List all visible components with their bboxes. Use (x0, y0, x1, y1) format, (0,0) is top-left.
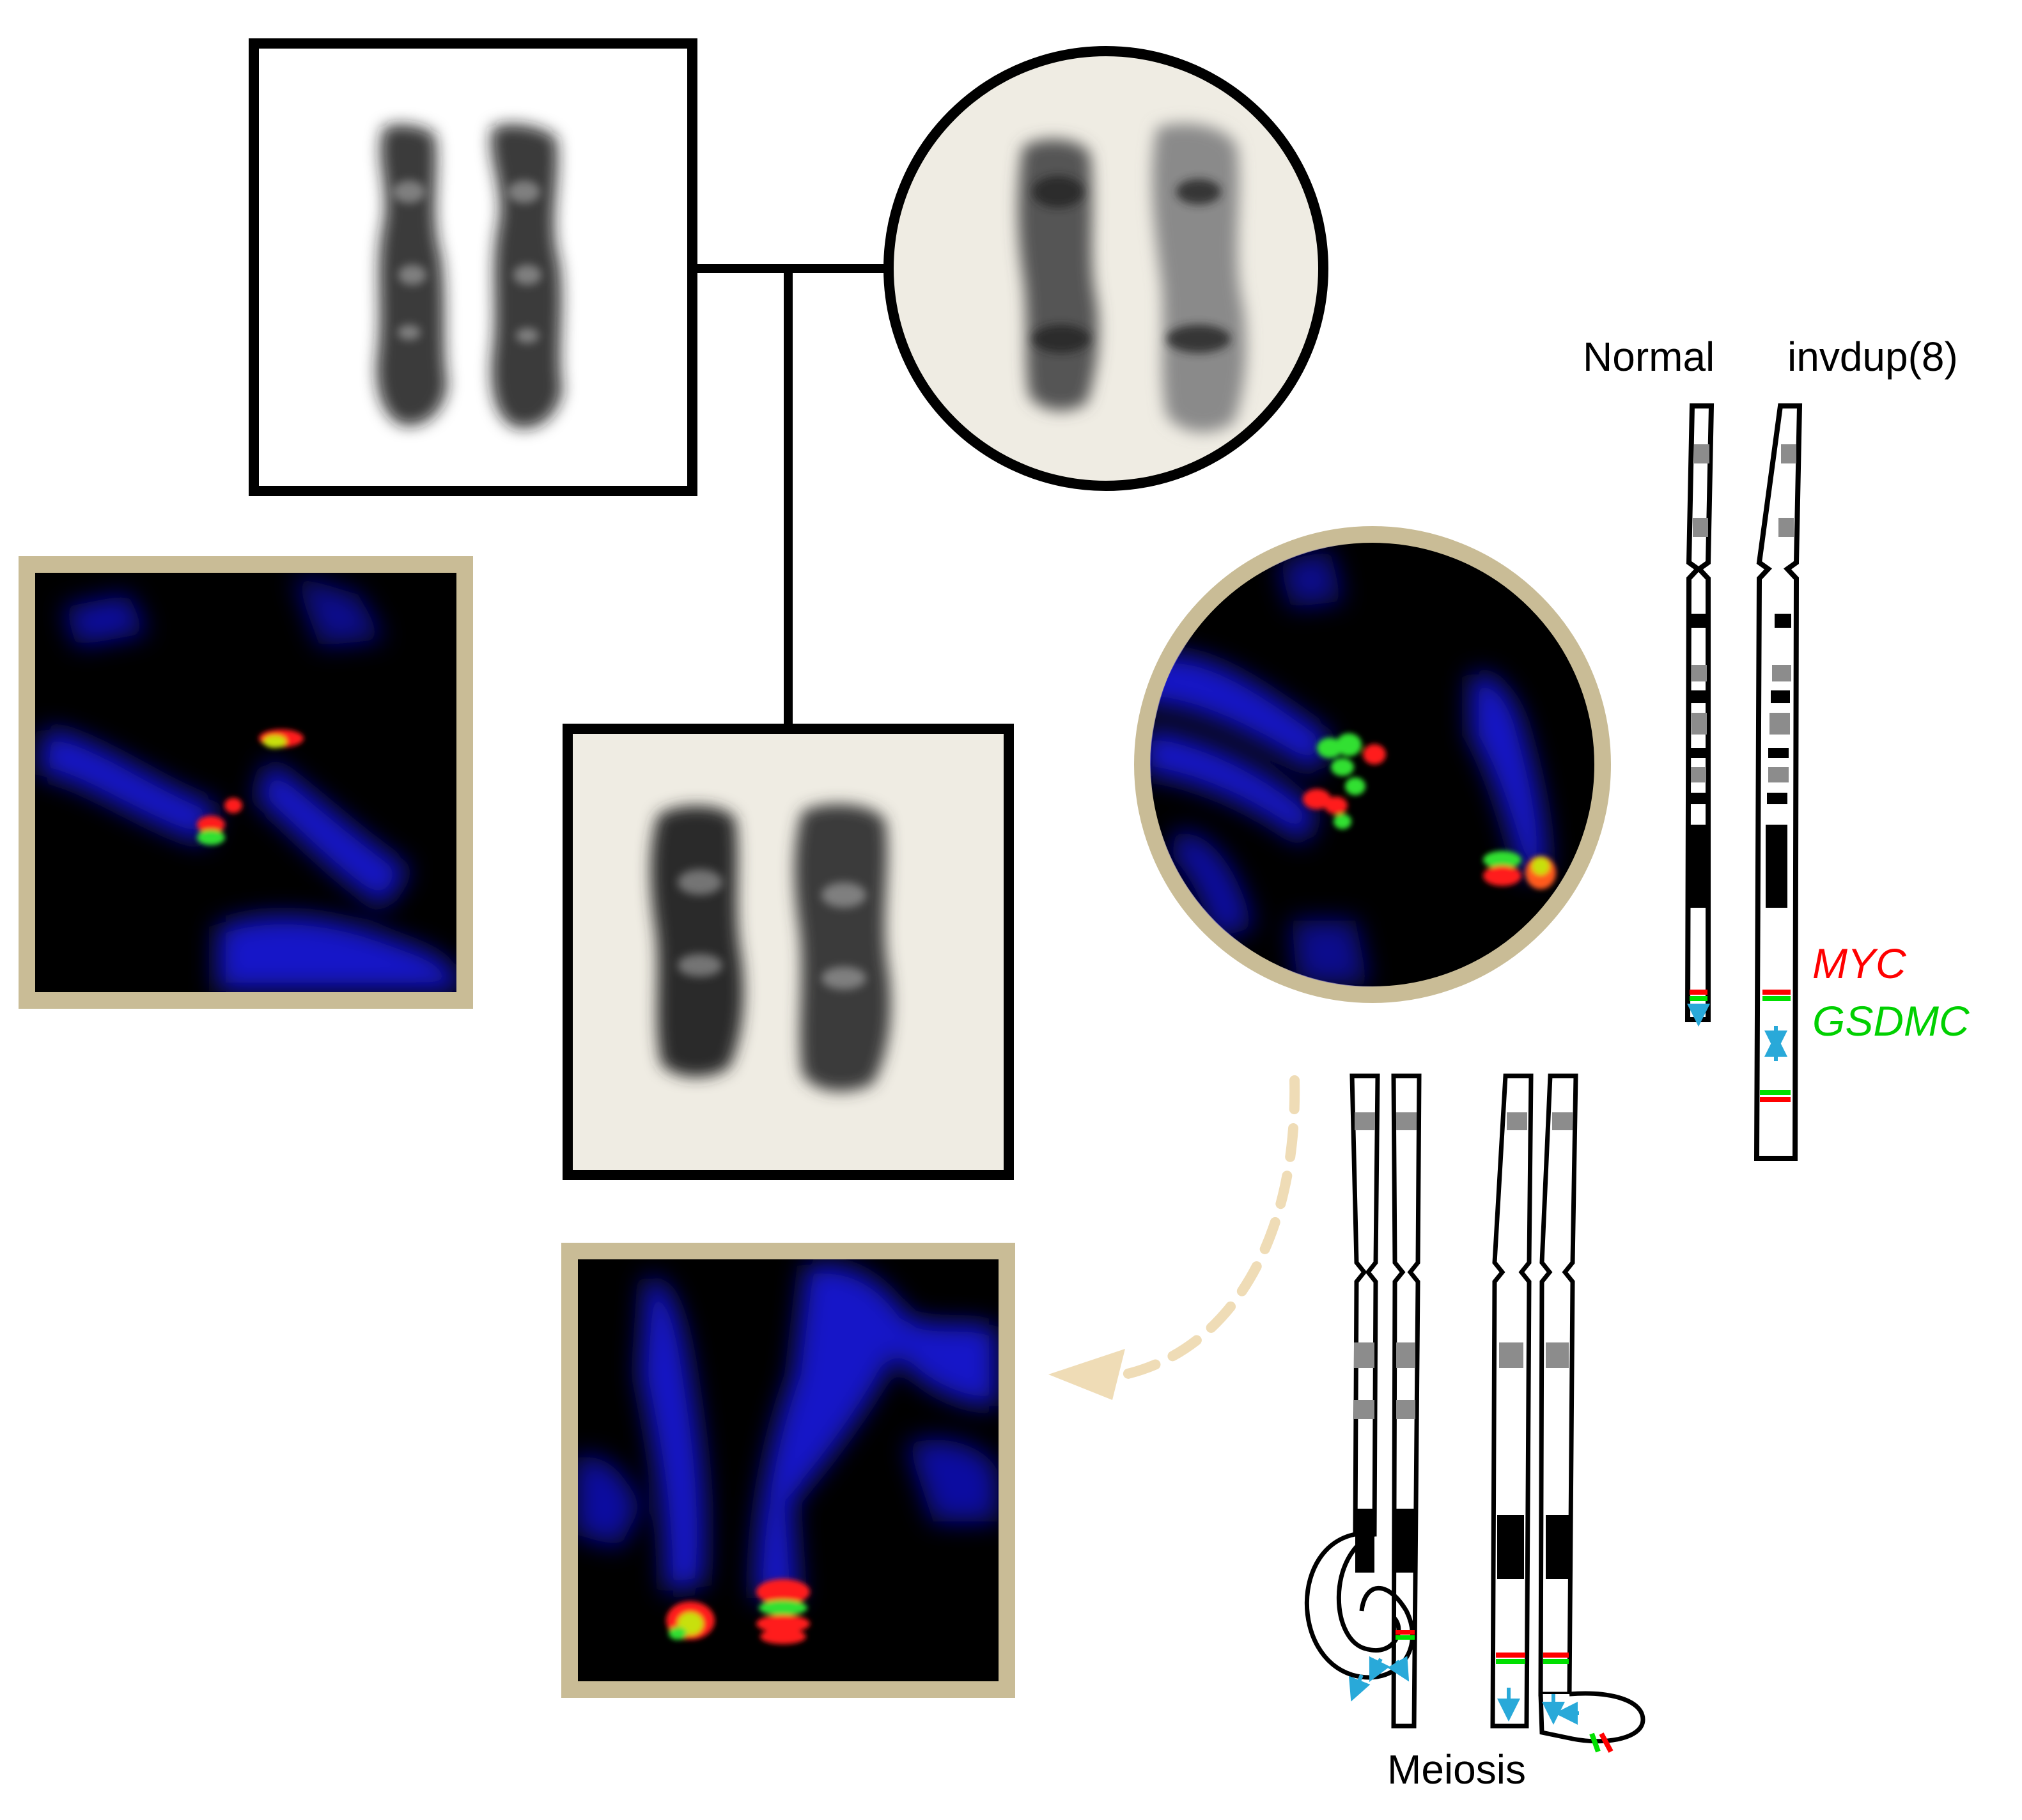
ideogram-invdup8 (1754, 403, 1803, 1161)
fish-panel-child (561, 1243, 1015, 1698)
mother-chromosomes (1018, 123, 1247, 433)
father-square (249, 38, 697, 496)
dashed-curved-arrow-icon (1048, 1075, 1300, 1400)
fish-signals-father (197, 729, 304, 845)
meiosis-orientation-arrows (1348, 1656, 1579, 1725)
ideogram-normal (1684, 403, 1715, 1027)
fish-signals-child (666, 1579, 810, 1644)
label-meiosis: Meiosis (1387, 1746, 1526, 1793)
child-square (563, 724, 1014, 1180)
mother-circle (883, 46, 1328, 491)
meiosis-pair-right (1490, 1073, 1645, 1753)
fish-panel-mother (1134, 526, 1611, 1003)
label-invdup8: invdup(8) (1787, 334, 1958, 380)
fish-signals-mother (1303, 733, 1556, 889)
label-normal: Normal (1583, 334, 1715, 380)
child-chromosomes (651, 804, 891, 1091)
fish-panel-father (19, 556, 473, 1009)
legend-gsdmc: GSDMC (1812, 997, 1970, 1045)
pedigree-lines (692, 264, 884, 729)
meiosis-pair-left (1304, 1073, 1422, 1729)
legend-myc: MYC (1812, 940, 1907, 987)
